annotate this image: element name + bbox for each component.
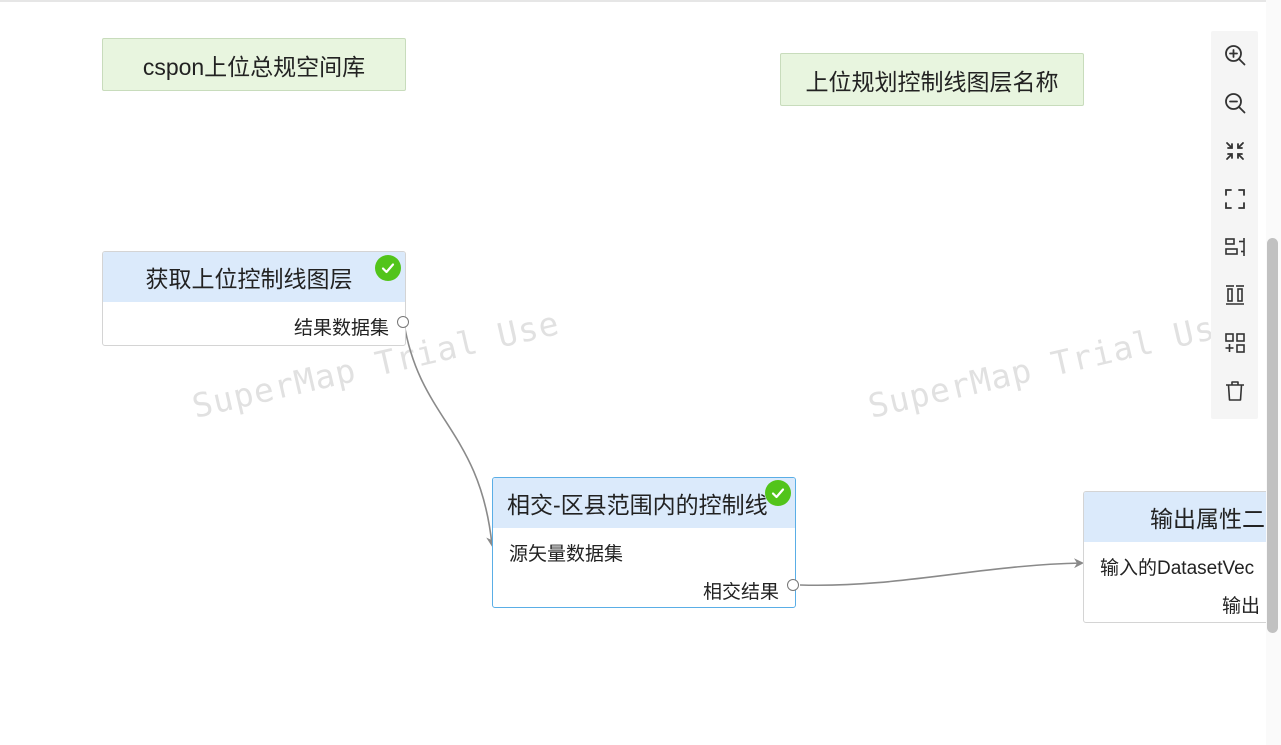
node-export[interactable]: 输出属性二 输入的DatasetVec 输出 xyxy=(1083,491,1281,623)
node-get-layer[interactable]: 获取上位控制线图层 结果数据集 xyxy=(102,251,406,346)
delete-icon xyxy=(1225,381,1244,401)
note-text: 上位规划控制线图层名称 xyxy=(805,68,1059,95)
node-header: 获取上位控制线图层 xyxy=(103,252,405,302)
success-check-icon xyxy=(765,480,791,506)
fit-view-button[interactable] xyxy=(1211,127,1258,175)
add-group-icon xyxy=(1224,333,1245,353)
fullscreen-button[interactable] xyxy=(1211,175,1258,223)
align-vertical-button[interactable] xyxy=(1211,271,1258,319)
note-text: cspon上位总规空间库 xyxy=(142,53,366,80)
align-horizontal-icon xyxy=(1224,238,1245,256)
vertical-scrollbar-thumb[interactable] xyxy=(1267,238,1278,633)
edge-getlayer-to-intersect xyxy=(403,322,497,547)
output-port-label: 结果数据集 xyxy=(293,318,389,339)
canvas-toolbar xyxy=(1211,31,1258,419)
success-check-icon xyxy=(375,255,401,281)
node-intersect[interactable]: 相交-区县范围内的控制线 源矢量数据集 相交结果 xyxy=(492,477,796,608)
align-vertical-icon xyxy=(1225,285,1244,305)
node-header: 输出属性二 xyxy=(1084,492,1281,542)
canvas-top-border xyxy=(0,0,1281,2)
zoom-in-button[interactable] xyxy=(1211,31,1258,79)
note-layer-name[interactable]: 上位规划控制线图层名称 xyxy=(780,53,1084,106)
align-horizontal-button[interactable] xyxy=(1211,223,1258,271)
edge-intersect-to-export xyxy=(799,558,1084,587)
watermark: SuperMap Trial Use xyxy=(864,303,1240,426)
fit-view-icon xyxy=(1225,142,1244,160)
input-port-label: 源矢量数据集 xyxy=(509,544,624,565)
node-header: 相交-区县范围内的控制线 xyxy=(493,478,795,528)
node-title: 输出属性二 xyxy=(1150,506,1265,532)
output-port[interactable] xyxy=(397,316,409,328)
output-port-label: 输出 xyxy=(1222,596,1261,617)
node-title: 获取上位控制线图层 xyxy=(145,266,353,292)
node-title: 相交-区县范围内的控制线 xyxy=(507,492,768,518)
note-spatial-library[interactable]: cspon上位总规空间库 xyxy=(102,38,406,91)
add-group-button[interactable] xyxy=(1211,319,1258,367)
zoom-out-button[interactable] xyxy=(1211,79,1258,127)
zoom-in-icon xyxy=(1224,45,1245,66)
input-port-label: 输入的DatasetVec xyxy=(1100,558,1255,579)
output-port-label: 相交结果 xyxy=(702,582,779,603)
zoom-out-icon xyxy=(1224,93,1245,114)
delete-button[interactable] xyxy=(1211,367,1258,415)
output-port[interactable] xyxy=(787,579,799,591)
fullscreen-icon xyxy=(1224,189,1245,209)
